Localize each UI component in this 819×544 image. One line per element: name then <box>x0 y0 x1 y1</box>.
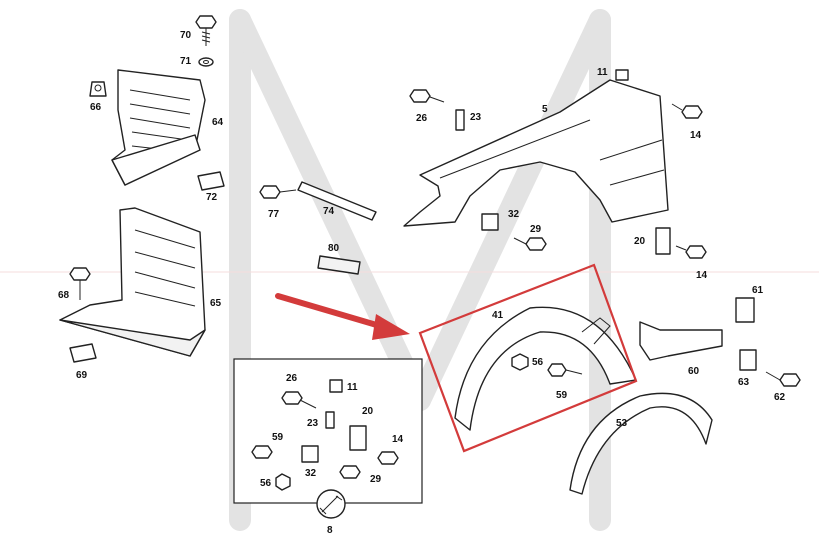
part-80-block[interactable] <box>317 255 361 275</box>
part-5-front-fender[interactable] <box>403 79 669 227</box>
callout-14-top: 14 <box>690 130 702 141</box>
callout-69: 69 <box>76 370 88 381</box>
kit-callout-23: 23 <box>307 418 319 429</box>
kit-callout-56: 56 <box>260 478 272 489</box>
clip-69-icon <box>69 343 97 363</box>
bolt-14-right-icon <box>675 245 707 259</box>
clip-63-icon <box>739 349 757 371</box>
callout-59: 59 <box>556 390 568 401</box>
part-74-strip[interactable] <box>297 181 377 221</box>
highlight-box <box>418 263 638 453</box>
callout-65: 65 <box>210 298 222 309</box>
clip-56-icon <box>511 353 529 371</box>
callout-70: 70 <box>180 30 192 41</box>
callout-66: 66 <box>90 102 102 113</box>
callout-61: 61 <box>752 285 764 296</box>
part-53-wheel-arch-trim[interactable] <box>569 392 713 495</box>
callout-20: 20 <box>634 236 646 247</box>
pointer-arrow-icon <box>275 293 410 340</box>
bolt-26-icon <box>409 89 445 103</box>
callout-23: 23 <box>470 112 482 123</box>
callout-26: 26 <box>416 113 428 124</box>
callout-77: 77 <box>268 209 280 220</box>
callout-63: 63 <box>738 377 750 388</box>
callout-71: 71 <box>180 56 192 67</box>
bolt-68-icon <box>69 267 91 300</box>
callout-29: 29 <box>530 224 542 235</box>
callout-53: 53 <box>616 418 628 429</box>
callout-60: 60 <box>688 366 700 377</box>
callout-80: 80 <box>328 243 340 254</box>
kit-callout-8: 8 <box>327 525 333 536</box>
callout-68: 68 <box>58 290 70 301</box>
clip-23-icon <box>455 109 465 131</box>
callout-56: 56 <box>532 357 544 368</box>
kit-callout-32: 32 <box>305 468 317 479</box>
bolt-77-icon <box>259 185 297 199</box>
part-60-trim[interactable] <box>639 321 723 361</box>
clip-20-icon <box>655 227 671 255</box>
kit-callout-59: 59 <box>272 432 284 443</box>
clip-72-icon <box>197 171 225 191</box>
screw-59-icon <box>547 363 583 377</box>
callout-5: 5 <box>542 104 548 115</box>
callout-32: 32 <box>508 209 520 220</box>
kit-callout-26: 26 <box>286 373 298 384</box>
callout-64: 64 <box>212 117 224 128</box>
kit-callout-11: 11 <box>347 382 358 393</box>
bolt-62-icon <box>765 371 801 387</box>
kit-callout-20: 20 <box>362 406 374 417</box>
callout-74: 74 <box>323 206 335 217</box>
callout-62: 62 <box>774 392 786 403</box>
callout-11: 11 <box>597 67 608 78</box>
callout-72: 72 <box>206 192 218 203</box>
hardware-kit-box <box>233 358 423 519</box>
part-64-upper-air-duct[interactable] <box>111 69 206 186</box>
washer-71-icon <box>198 57 214 67</box>
callout-14-right: 14 <box>696 270 708 281</box>
bolt-14-top-icon <box>671 103 703 119</box>
clip-66-icon <box>89 81 107 97</box>
nut-11-top-icon <box>615 69 629 81</box>
callout-41: 41 <box>492 310 504 321</box>
bolt-29-icon <box>513 237 547 251</box>
part-65-lower-air-duct[interactable] <box>59 207 206 357</box>
clip-32-icon <box>481 213 499 231</box>
clip-61-icon <box>735 297 755 323</box>
kit-callout-14: 14 <box>392 434 404 445</box>
bolt-70-icon <box>195 15 217 46</box>
kit-callout-29: 29 <box>370 474 382 485</box>
